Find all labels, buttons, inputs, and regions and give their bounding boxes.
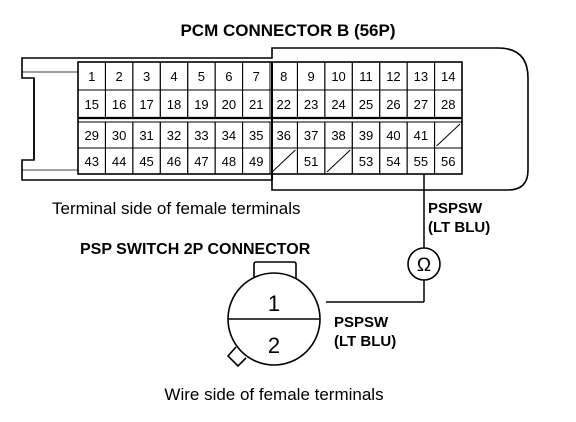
pin-label-44: 44 — [112, 154, 126, 169]
pin-label-1: 1 — [88, 69, 95, 84]
pin-label-37: 37 — [304, 128, 318, 143]
pin-label-25: 25 — [359, 97, 373, 112]
pin-label-10: 10 — [331, 69, 345, 84]
pin-label-43: 43 — [84, 154, 98, 169]
pin-label-21: 21 — [249, 97, 263, 112]
pin-label-48: 48 — [222, 154, 236, 169]
pin-label-34: 34 — [222, 128, 236, 143]
pin-label-39: 39 — [359, 128, 373, 143]
pin-label-9: 9 — [308, 69, 315, 84]
pin-label-4: 4 — [170, 69, 177, 84]
pin-label-32: 32 — [167, 128, 181, 143]
pin-label-40: 40 — [386, 128, 400, 143]
pin-label-23: 23 — [304, 97, 318, 112]
pin-label-18: 18 — [167, 97, 181, 112]
switch-pin-2: 2 — [268, 333, 280, 358]
switch-connector-title: PSP SWITCH 2P CONNECTOR — [80, 241, 311, 258]
pin-label-16: 16 — [112, 97, 126, 112]
ohm-icon: Ω — [417, 255, 431, 276]
pin-label-51: 51 — [304, 154, 318, 169]
pin-label-45: 45 — [139, 154, 153, 169]
pin-label-55: 55 — [414, 154, 428, 169]
pin-label-26: 26 — [386, 97, 400, 112]
pin-label-36: 36 — [276, 128, 290, 143]
pin-label-15: 15 — [84, 97, 98, 112]
pin-label-12: 12 — [386, 69, 400, 84]
pin-label-2: 2 — [116, 69, 123, 84]
pin-label-7: 7 — [253, 69, 260, 84]
pin-label-13: 13 — [414, 69, 428, 84]
empty-pin-slash — [326, 149, 351, 173]
pin-label-46: 46 — [167, 154, 181, 169]
pin-label-56: 56 — [441, 154, 455, 169]
pin-label-11: 11 — [359, 69, 373, 84]
pin-label-33: 33 — [194, 128, 208, 143]
pspsw-label-bottom: PSPSW — [334, 314, 389, 331]
pin-label-54: 54 — [386, 154, 400, 169]
pspsw-wire — [326, 174, 425, 303]
pin-label-8: 8 — [280, 69, 287, 84]
psp-switch-connector — [226, 261, 321, 368]
pin-label-35: 35 — [249, 128, 263, 143]
connector-title: PCM CONNECTOR B (56P) — [180, 21, 395, 40]
switch-pin-1: 1 — [268, 291, 280, 316]
empty-pin-slash — [271, 149, 296, 173]
pin-label-30: 30 — [112, 128, 126, 143]
pin-label-6: 6 — [225, 69, 232, 84]
pin-label-3: 3 — [143, 69, 150, 84]
pin-label-27: 27 — [414, 97, 428, 112]
pin-label-17: 17 — [139, 97, 153, 112]
pin-label-38: 38 — [331, 128, 345, 143]
wire-side-label: Wire side of female terminals — [164, 385, 383, 404]
pspsw-label-top: PSPSW — [428, 200, 483, 217]
pin-cell — [434, 147, 463, 175]
pin-label-41: 41 — [414, 128, 428, 143]
pin-label-14: 14 — [441, 69, 455, 84]
connector-shell — [21, 47, 529, 191]
pin-label-28: 28 — [441, 97, 455, 112]
pspsw-wire-color-bottom: (LT BLU) — [334, 333, 396, 350]
pin-label-22: 22 — [276, 97, 290, 112]
pin-label-24: 24 — [331, 97, 345, 112]
terminal-side-label: Terminal side of female terminals — [52, 199, 300, 218]
pin-label-53: 53 — [359, 154, 373, 169]
pin-label-5: 5 — [198, 69, 205, 84]
pin-label-49: 49 — [249, 154, 263, 169]
pin-label-31: 31 — [139, 128, 153, 143]
pin-cell — [434, 89, 463, 119]
empty-pin-slash — [436, 123, 461, 147]
ohmmeter-symbol: Ω — [407, 247, 441, 281]
pin-label-47: 47 — [194, 154, 208, 169]
pin-label-19: 19 — [194, 97, 208, 112]
pspsw-wire-color-top: (LT BLU) — [428, 219, 490, 236]
pin-label-20: 20 — [222, 97, 236, 112]
pin-label-29: 29 — [84, 128, 98, 143]
